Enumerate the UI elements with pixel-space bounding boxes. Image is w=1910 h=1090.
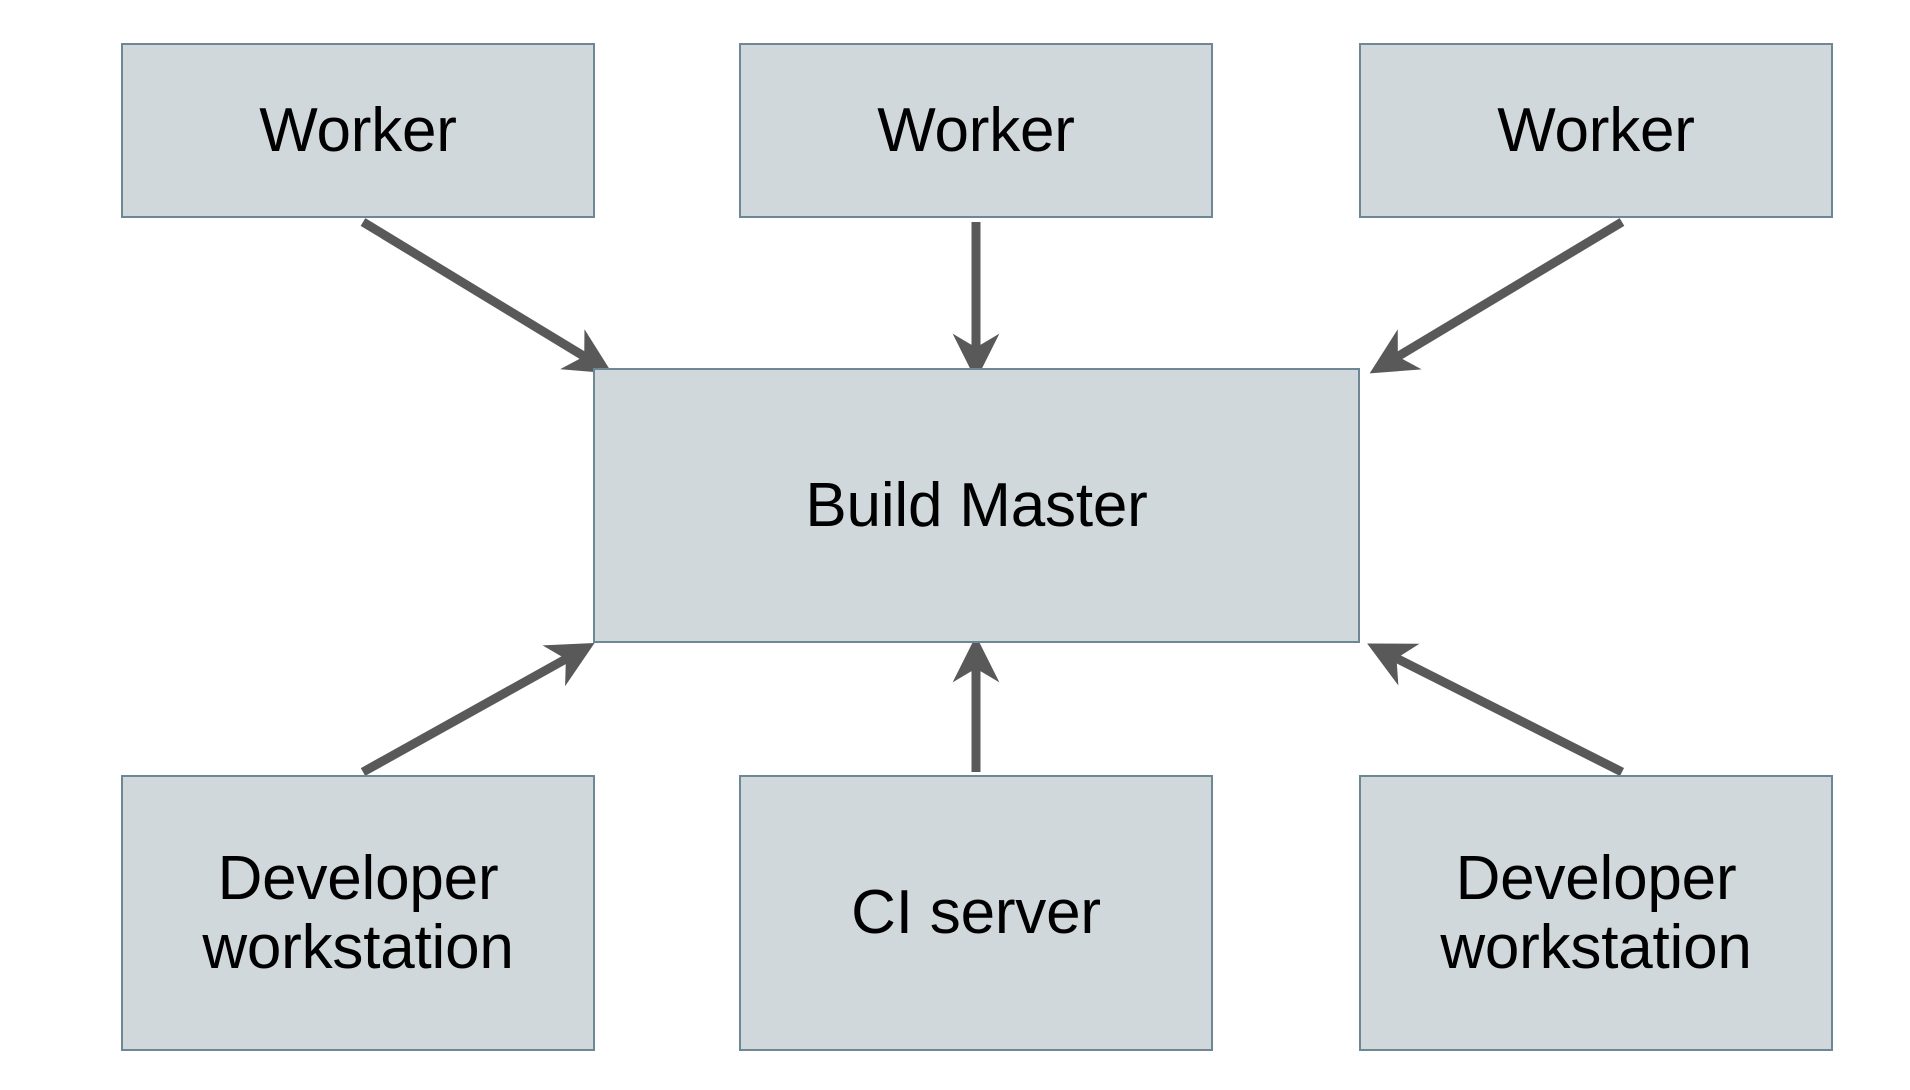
node-label: Build Master xyxy=(805,470,1148,540)
node-label: Worker xyxy=(877,95,1075,165)
edge-developer-left-to-master xyxy=(360,642,595,776)
node-label: Developer workstation xyxy=(202,843,514,982)
node-worker-top-center[interactable]: Worker xyxy=(739,43,1213,218)
node-label: Worker xyxy=(1497,95,1695,165)
edge-developer-right-to-master xyxy=(1367,643,1625,777)
node-worker-top-right[interactable]: Worker xyxy=(1359,43,1833,218)
node-worker-top-left[interactable]: Worker xyxy=(121,43,595,218)
edge-worker-left-to-master xyxy=(360,218,613,374)
node-developer-workstation-left[interactable]: Developer workstation xyxy=(121,775,595,1051)
node-ci-server[interactable]: CI server xyxy=(739,775,1213,1051)
node-developer-workstation-right[interactable]: Developer workstation xyxy=(1359,775,1833,1051)
node-label: Worker xyxy=(259,95,457,165)
node-label: CI server xyxy=(851,878,1101,948)
node-label: Developer workstation xyxy=(1440,843,1752,982)
node-build-master[interactable]: Build Master xyxy=(593,368,1360,643)
edge-worker-right-to-master xyxy=(1369,218,1625,374)
